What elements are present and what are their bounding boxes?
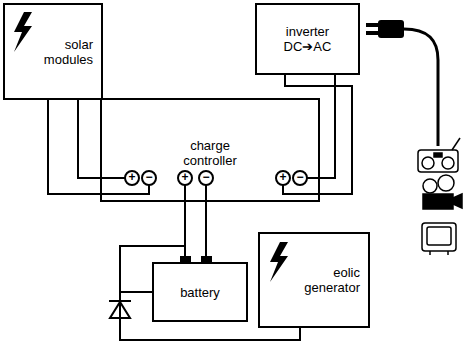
tv-icon — [422, 223, 456, 255]
generator-box: eolic generator — [258, 232, 370, 328]
terminal-sign: − — [142, 171, 156, 183]
terminal-sign: + — [125, 171, 139, 183]
battery-box: battery — [152, 262, 248, 322]
node-label: charge controller — [175, 138, 245, 168]
lightning-symbol — [270, 242, 288, 282]
plug-icon — [366, 20, 438, 146]
wire — [100, 177, 125, 179]
terminal-sign: + — [276, 171, 290, 183]
terminal — [125, 171, 139, 185]
wire — [48, 100, 149, 194]
node-label: eolic generator — [298, 265, 360, 295]
terminal — [276, 171, 290, 185]
wire — [283, 75, 352, 194]
terminal-sign: − — [293, 171, 307, 183]
inverter-box: inverter DC➔AC — [255, 3, 360, 75]
solar-box: solar modules — [3, 3, 103, 100]
controller-box: charge controller — [100, 98, 320, 202]
wire — [184, 185, 186, 202]
terminal-sign: + — [178, 171, 192, 183]
node-label: solar modules — [43, 37, 93, 67]
terminal — [178, 171, 192, 185]
projector-icon — [423, 175, 462, 209]
terminal-sign: − — [199, 171, 213, 183]
radio-icon — [418, 138, 460, 172]
wire — [184, 202, 186, 262]
terminal — [142, 171, 156, 185]
wire — [78, 100, 100, 178]
terminal — [199, 171, 213, 185]
wire — [205, 185, 207, 262]
lightning-symbol — [14, 12, 32, 52]
wire — [320, 75, 335, 178]
node-label: inverter DC➔AC — [273, 24, 343, 54]
node-label: battery — [180, 285, 220, 300]
terminal — [293, 171, 307, 185]
